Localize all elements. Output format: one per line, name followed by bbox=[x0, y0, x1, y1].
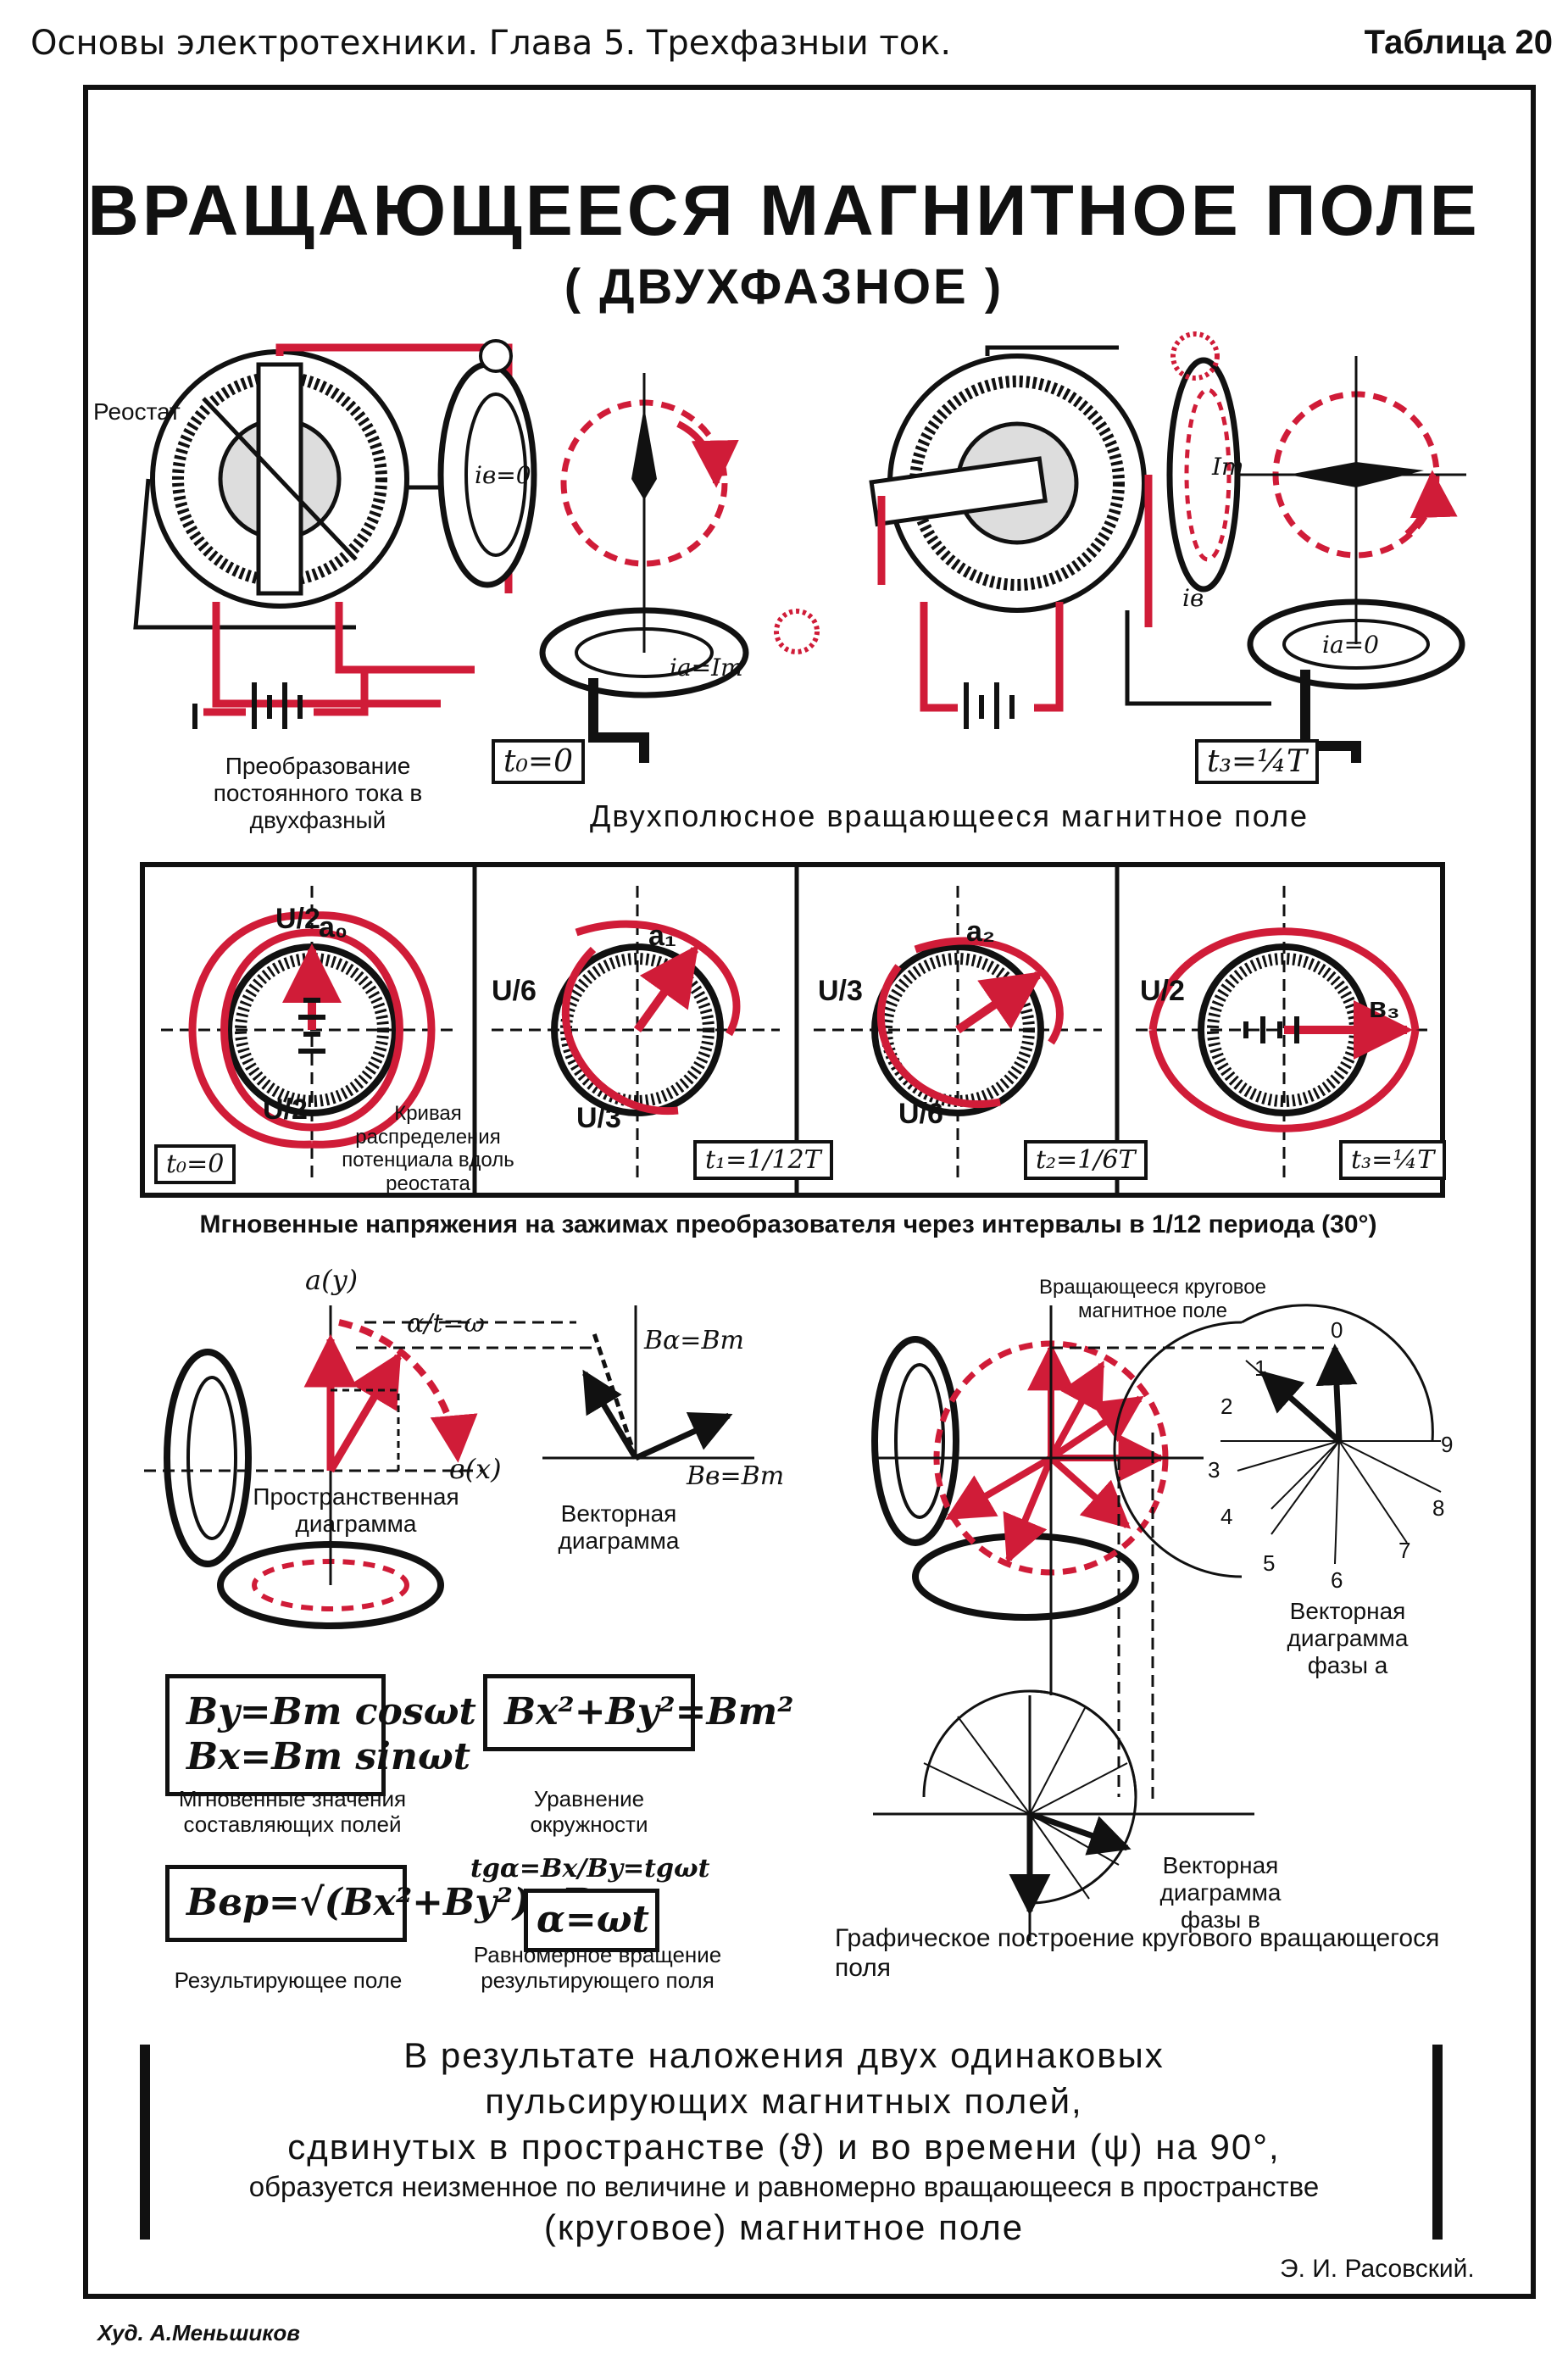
converter-apparatus-right bbox=[869, 331, 1466, 763]
spatial-diagram-caption: Пространственная диаграмма bbox=[253, 1483, 459, 1538]
current-im: Im bbox=[1212, 453, 1244, 481]
phase-a-number-6: 6 bbox=[1331, 1567, 1343, 1593]
tangent-formula: tgα=Bx/By=tgωt bbox=[470, 1854, 710, 1884]
rheostat-label: Реостат bbox=[93, 398, 181, 425]
panel4-up-voltage: U/2 bbox=[1140, 975, 1185, 1007]
phase-a-number-3: 3 bbox=[1208, 1457, 1220, 1483]
formula-by: By=Bm cosωt bbox=[186, 1690, 476, 1733]
phase-a-number-0: 0 bbox=[1331, 1317, 1343, 1343]
poster-frame bbox=[83, 85, 1536, 2299]
phase-a-number-2: 2 bbox=[1220, 1394, 1233, 1419]
omega-equation: α/t=ω bbox=[407, 1309, 486, 1338]
phase-a-number-7: 7 bbox=[1398, 1538, 1411, 1563]
panel3-point: a₂ bbox=[966, 915, 996, 948]
time-label-right: t₃=¼T bbox=[1195, 739, 1319, 784]
conclusion-line-1: В результате наложения двух одинаковых bbox=[403, 2035, 1165, 2075]
axis-b-label: в(x) bbox=[449, 1453, 502, 1485]
panel1-down-voltage: U/2 bbox=[263, 1093, 308, 1126]
conclusion-line-2: пульсирующих магнитных полей, bbox=[485, 2080, 1083, 2121]
resultant-formula-box: Bвр=√(Bx²+By²)=Bm bbox=[165, 1865, 633, 1942]
conclusion-line-5: (круговое) магнитное поле bbox=[543, 2207, 1025, 2248]
panel2-up-voltage: U/6 bbox=[492, 975, 537, 1007]
two-pole-field-caption: Двухполюсное вращающееся магнитное поле bbox=[590, 798, 1309, 833]
current-ib-zero: iв=0 bbox=[475, 461, 531, 489]
table-number: Таблица 20 bbox=[1364, 24, 1553, 61]
page-header-title: Основы электротехники. Глава 5. Трехфазн… bbox=[31, 24, 952, 63]
uniform-rotation-caption: Равномерное вращение результирующего пол… bbox=[473, 1942, 722, 1993]
phase-b-diagram-caption: Векторная диаграмма фазы в bbox=[1159, 1852, 1282, 1934]
panel4-time: t₃=¼T bbox=[1339, 1140, 1447, 1180]
converter-caption: Преобразование постоянного тока в двухфа… bbox=[213, 753, 423, 834]
phase-a-number-9: 9 bbox=[1441, 1432, 1454, 1457]
vector-ba-bm: Bα=Bm bbox=[644, 1326, 744, 1355]
vector-diagram-caption: Векторная диаграмма bbox=[558, 1500, 680, 1555]
conclusion-bar-right bbox=[1432, 2045, 1443, 2240]
vector-bb-bm: Bв=Bm bbox=[687, 1461, 785, 1491]
panel3-down-voltage: U/6 bbox=[898, 1098, 943, 1130]
time-label-left: t₀=0 bbox=[492, 739, 585, 784]
graphical-construction-caption: Графическое построение кругового вращающ… bbox=[835, 1924, 1440, 1982]
current-ia-im: ia=Im bbox=[670, 654, 743, 682]
panel2-down-voltage: U/3 bbox=[576, 1102, 621, 1134]
rotating-circular-field-caption: Вращающееся круговое магнитное поле bbox=[1039, 1276, 1266, 1322]
axis-a-label: a(y) bbox=[305, 1264, 359, 1296]
circle-equation-caption: Уравнение окружности bbox=[530, 1786, 648, 1837]
formula-angle: α=ωt bbox=[537, 1898, 649, 1941]
current-ia-zero: iа=0 bbox=[1322, 631, 1379, 659]
voltage-panels bbox=[140, 862, 1445, 1198]
phase-a-diagram-caption: Векторная диаграмма фазы a bbox=[1287, 1598, 1409, 1679]
formula-resultant: Bвр=√(Bx²+By²)=Bm bbox=[186, 1881, 633, 1924]
panel2-time: t₁=1/12T bbox=[693, 1140, 833, 1180]
panel1-point: a₀ bbox=[319, 911, 348, 943]
poster-title: ВРАЩАЮЩЕЕСЯ МАГНИТНОЕ ПОЛЕ bbox=[87, 170, 1481, 250]
conclusion-text: В результате наложения двух одинаковых п… bbox=[153, 2033, 1415, 2251]
artist-credit: Худ. А.Меньшиков bbox=[97, 2320, 301, 2345]
panel1-time: t₀=0 bbox=[154, 1144, 236, 1184]
resultant-formula-caption: Результирующее поле bbox=[174, 1967, 403, 1993]
phase-a-number-5: 5 bbox=[1263, 1550, 1276, 1576]
poster-subtitle: ( ДВУХФАЗНОЕ ) bbox=[564, 259, 1004, 314]
component-formula-box: By=Bm cosωt Bx=Bm sinωt bbox=[165, 1674, 476, 1796]
panel3-time: t₂=1/6T bbox=[1024, 1140, 1148, 1180]
phase-a-number-8: 8 bbox=[1432, 1495, 1445, 1521]
converter-apparatus-left bbox=[133, 339, 820, 763]
author-signature: Э. И. Расовский. bbox=[1280, 2255, 1475, 2283]
phase-a-number-4: 4 bbox=[1220, 1504, 1233, 1529]
phase-a-number-1: 1 bbox=[1254, 1355, 1267, 1381]
panel2-point: a₁ bbox=[648, 920, 676, 952]
panel4-point: в₃ bbox=[1369, 992, 1400, 1024]
conclusion-bar-left bbox=[140, 2045, 150, 2240]
voltage-panels-caption: Мгновенные напряжения на зажимах преобра… bbox=[199, 1210, 1377, 1238]
circle-equation-box: Bx²+By²=Bm² bbox=[483, 1674, 794, 1751]
component-formula-caption: Мгновенные значения составляющих полей bbox=[178, 1786, 407, 1837]
formula-circle: Bx²+By²=Bm² bbox=[504, 1690, 794, 1733]
conclusion-line-3: сдвинутых в пространстве (ϑ) и во времен… bbox=[287, 2126, 1281, 2167]
spatial-vector-diagrams bbox=[144, 1305, 754, 1629]
conclusion-line-4: образуется неизменное по величине и равн… bbox=[248, 2171, 1320, 2203]
angle-formula-box: α=ωt bbox=[524, 1889, 659, 1952]
potential-curve-caption: Кривая распределения потенциала вдоль ре… bbox=[342, 1102, 514, 1195]
panel3-up-voltage: U/3 bbox=[818, 975, 863, 1007]
panel1-up-voltage: U/2 bbox=[275, 903, 320, 935]
formula-bx: Bx=Bm sinωt bbox=[186, 1734, 471, 1778]
rotating-field-construction bbox=[871, 1304, 1442, 1941]
current-ib: iв bbox=[1182, 584, 1204, 612]
